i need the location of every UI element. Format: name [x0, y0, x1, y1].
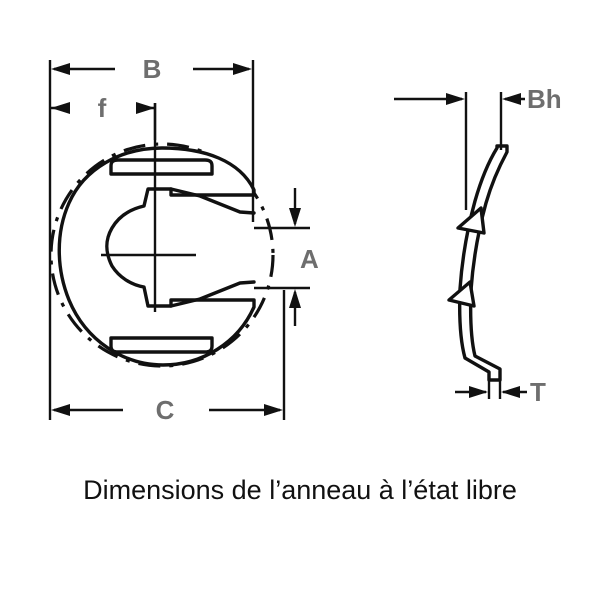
dimension-T: T: [455, 374, 546, 407]
dimension-Bh-arrow-right: [502, 93, 521, 105]
lower-lug: [109, 336, 214, 354]
dimension-B: B: [48, 54, 255, 420]
upper-prong: [456, 206, 486, 235]
dimension-Bh-label: Bh: [527, 84, 562, 114]
dimension-f-arrow-left: [51, 102, 70, 114]
dimension-f-label: f: [98, 93, 107, 123]
figure-caption: Dimensions de l’anneau à l’état libre: [83, 475, 517, 505]
upper-lug: [109, 158, 214, 176]
slot-upper-bevel: [169, 187, 256, 215]
slot-lower-bevel: [169, 280, 256, 308]
dimension-C-label: C: [156, 395, 175, 425]
dimension-T-arrow-left: [469, 386, 488, 398]
reference-circle-dashdot: [49, 142, 275, 368]
dimension-B-arrow-right: [233, 63, 252, 75]
dimension-C: C: [51, 290, 286, 425]
ring-body-outline: [57, 146, 256, 367]
dimension-C-arrow-left: [51, 404, 70, 416]
dimension-T-arrow-right: [501, 386, 520, 398]
dimension-f: f: [51, 93, 157, 140]
dimension-B-label: B: [143, 54, 162, 84]
dimension-f-arrow-right: [136, 102, 155, 114]
side-view: Bh T: [394, 84, 562, 407]
dimension-Bh-arrow-left: [446, 93, 465, 105]
dimension-A-label: A: [300, 244, 319, 274]
dimension-A-arrow-lower: [289, 289, 301, 308]
front-view: B f C: [48, 54, 319, 425]
dimension-A-arrow-upper: [289, 208, 301, 227]
dimension-C-arrow-right: [264, 404, 283, 416]
lower-prong: [447, 280, 476, 308]
dimension-T-label: T: [530, 377, 546, 407]
dimension-Bh: Bh: [394, 84, 562, 150]
dimension-A: A: [254, 188, 319, 326]
dimension-B-arrow-left: [51, 63, 70, 75]
